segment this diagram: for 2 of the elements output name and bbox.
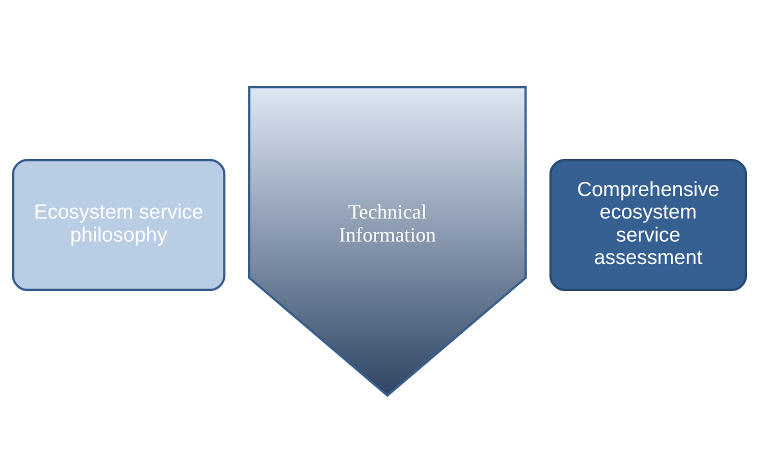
node-box: Ecosystem service philosophy [12,158,226,292]
node-box: Comprehensive ecosystem service assessment [549,158,747,292]
